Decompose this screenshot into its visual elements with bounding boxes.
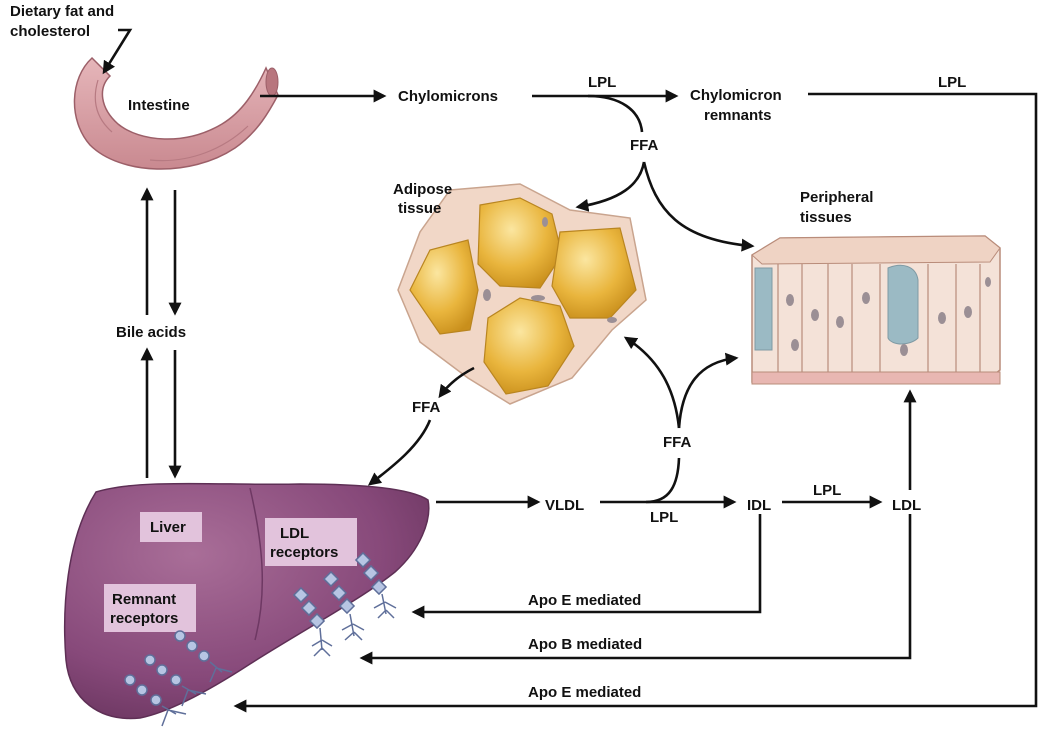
ldl-receptor-glyphs [292,551,397,657]
ffa-to-adipose-arrow [575,161,646,212]
lpl-vldl-label: LPL [650,509,678,526]
chylomicron-remnants-label-line2: remnants [704,107,772,124]
lpl-top-label: LPL [588,74,616,91]
intestine [73,56,279,170]
idl-to-liver-arrow [411,514,762,619]
ldl-receptors-label-line1: LDL [280,525,309,542]
ldl-receptor-1 [292,586,333,657]
ldl-receptor-3 [354,551,397,619]
adipose-tissue [397,183,647,405]
apo-e-mediated-label-1: Apo E mediated [528,592,641,609]
ffa-right-label: FFA [663,434,691,451]
remnant-receptor-3 [124,674,187,727]
dietary-fat-label-line1: Dietary fat and [10,3,114,20]
ldl-to-liver-arrow [359,514,912,665]
remnant-receptor-1 [174,630,233,683]
chylomicron-remnants-label-line1: Chylomicron [690,87,782,104]
remnant-receptors-label-box [104,584,196,632]
ffa-right-to-peripheral-arrow [677,352,739,429]
peripheral-label-line2: tissues [800,209,852,226]
adipose-label-line2: tissue [398,200,441,217]
liver-label-box [140,512,202,542]
adipose-to-ffa-arrow [438,366,475,399]
dietary-fat-label-line2: cholesterol [10,23,90,40]
remnant-receptors-label-line2: receptors [110,610,178,627]
intestine-label: Intestine [128,97,190,114]
remnant-receptor-glyphs [124,630,233,727]
lpl-idl-label: LPL [813,482,841,499]
ldl-receptors-label-line2: receptors [270,544,338,561]
remnant-receptor-2 [144,654,207,707]
ldl-receptor-2 [322,570,365,641]
bile-acids-label: Bile acids [116,324,186,341]
peripheral-tissues [751,235,1001,385]
dietary-intake-arrow [102,28,133,75]
ldl-receptors-label-box [265,518,357,566]
vldl-label: VLDL [545,497,584,514]
adipose-label-line1: Adipose [393,181,452,198]
lpl-top-right-label: LPL [938,74,966,91]
lpl-to-ffa-branch [587,94,644,133]
liver-label: Liver [150,519,186,536]
apo-e-mediated-label-2: Apo E mediated [528,684,641,701]
apo-b-mediated-label: Apo B mediated [528,636,642,653]
remnants-to-liver-arrow [233,92,1038,713]
ffa-right-to-adipose-arrow [623,336,681,429]
ffa-to-liver-arrow [367,419,432,486]
vldl-lpl-to-ffa-branch [645,457,681,504]
chylomicrons-label: Chylomicrons [398,88,498,105]
idl-label: IDL [747,497,771,514]
ffa-left-label: FFA [412,399,440,416]
ffa-top-label: FFA [630,137,658,154]
ffa-to-peripheral-arrow [642,161,755,252]
peripheral-label-line1: Peripheral [800,189,873,206]
remnant-receptors-label-line1: Remnant [112,591,176,608]
ldl-label: LDL [892,497,921,514]
